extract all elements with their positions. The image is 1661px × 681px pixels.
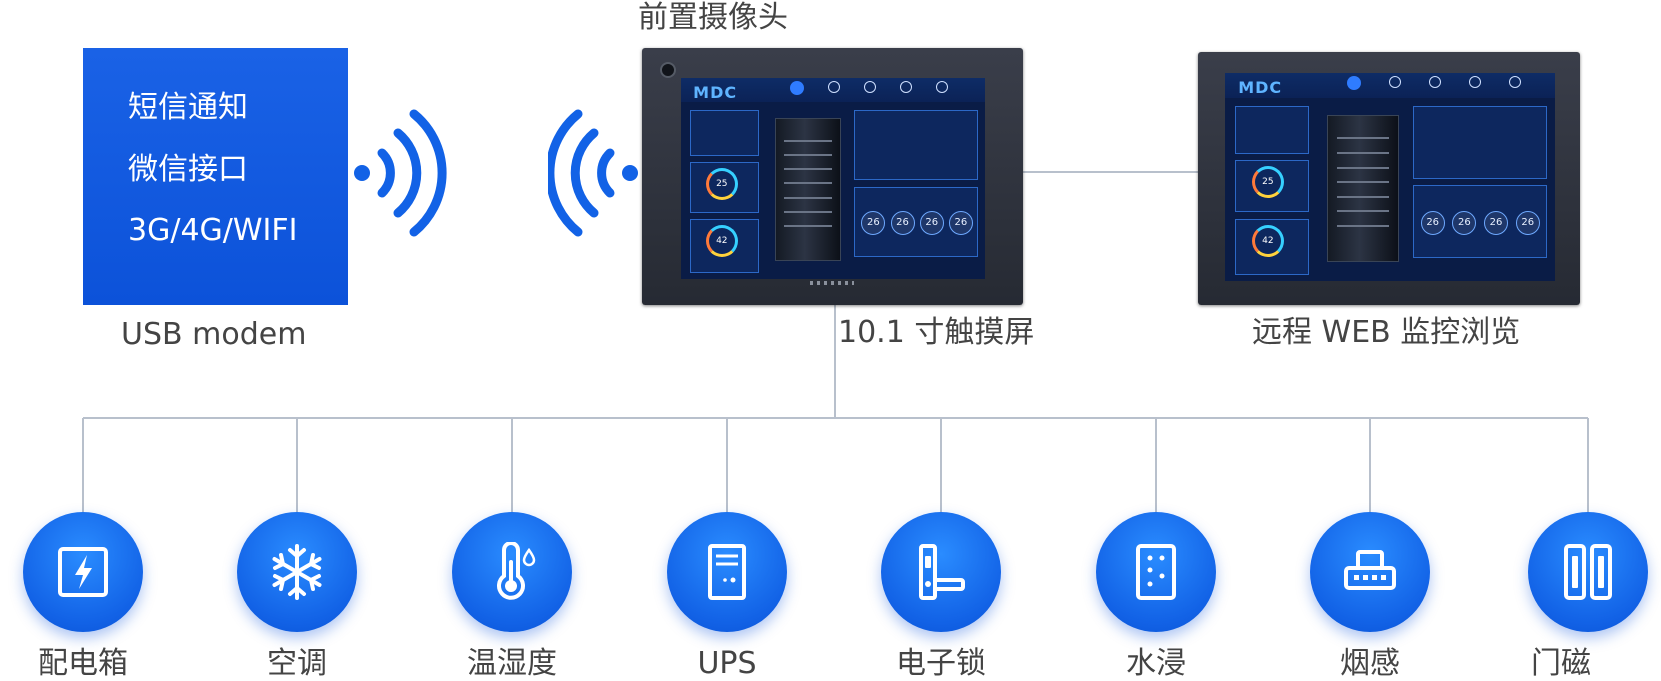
touchscreen-label: 10.1 寸触摸屏 <box>838 315 1035 350</box>
snowflake-icon <box>272 544 322 600</box>
device-water-leak <box>1096 512 1216 632</box>
device-electronic-lock <box>881 512 1001 632</box>
device-label-power-box: 配电箱 <box>38 646 128 681</box>
device-power-box <box>23 512 143 632</box>
device-label-smoke-detector: 烟感 <box>1340 646 1400 681</box>
modem-feature-wechat: 微信接口 <box>128 152 248 187</box>
device-label-electronic-lock: 电子锁 <box>896 646 986 681</box>
water-leak-icon <box>1136 544 1176 600</box>
device-label-air-conditioner: 空调 <box>267 646 327 681</box>
touchscreen-monitor: MDC 25 42 26 26 26 26 <box>642 48 1023 305</box>
remote-display-logo-graphic: MDC <box>1238 78 1283 98</box>
device-door-magnet <box>1528 512 1648 632</box>
front-camera-icon <box>660 62 676 78</box>
touchscreen-display: MDC 25 42 26 26 26 26 <box>681 78 985 279</box>
thermometer-icon <box>497 542 536 600</box>
wifi-signal-right-icon <box>354 109 447 237</box>
power-box-icon <box>58 547 108 597</box>
remote-web-label: 远程 WEB 监控浏览 <box>1252 315 1521 350</box>
modem-feature-sms: 短信通知 <box>128 90 248 125</box>
usb-modem-label: USB modem <box>121 317 307 352</box>
device-temperature-humidity <box>452 512 572 632</box>
device-ups <box>667 512 787 632</box>
device-air-conditioner <box>237 512 357 632</box>
door-magnet-icon <box>1564 544 1612 600</box>
smoke-detector-icon <box>1344 550 1396 590</box>
remote-web-display: MDC 25 42 26 26 26 26 <box>1225 73 1555 281</box>
wifi-signal-left-icon <box>548 109 638 237</box>
front-camera-label: 前置摄像头 <box>638 0 788 35</box>
device-label-temperature-humidity: 温湿度 <box>467 646 557 681</box>
device-smoke-detector <box>1310 512 1430 632</box>
device-label-water-leak: 水浸 <box>1126 646 1186 681</box>
display-logo-graphic: MDC <box>693 83 738 103</box>
ups-icon <box>708 544 746 600</box>
electronic-lock-icon <box>919 544 965 600</box>
usb-modem-box: 短信通知 微信接口 3G/4G/WIFI <box>83 48 348 305</box>
modem-feature-network: 3G/4G/WIFI <box>128 213 298 248</box>
remote-web-monitor: MDC 25 42 26 26 26 26 <box>1198 52 1580 305</box>
device-label-ups: UPS <box>697 646 757 681</box>
device-label-door-magnet: 门磁 <box>1531 646 1591 681</box>
